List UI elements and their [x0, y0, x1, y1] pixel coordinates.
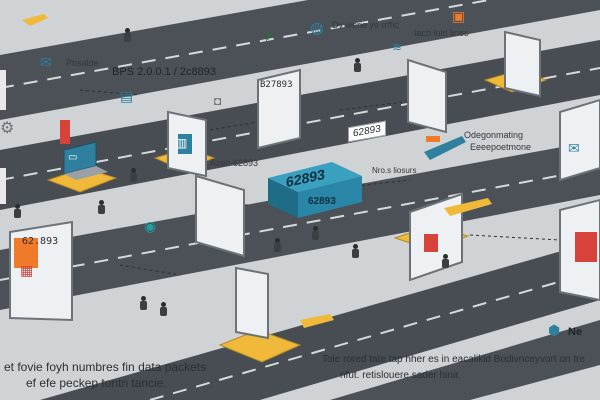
- laptop: [63, 141, 108, 180]
- airplane-icon: ✈: [262, 28, 274, 44]
- label-right-1: Odegonmating: [464, 130, 524, 140]
- airplanes: [22, 14, 492, 328]
- wifi-icon: ≋: [392, 40, 403, 54]
- lock-icon: ◉: [144, 218, 157, 234]
- label-top-center: BPS 2.0.0.1 / 2c8893: [112, 66, 216, 78]
- pedestrian: [352, 244, 359, 258]
- label-top-right-1: Dv werie ye rrffic: [332, 20, 399, 30]
- pedestrian: [442, 254, 449, 268]
- pedestrian: [354, 58, 361, 72]
- camera-icon: ◘: [214, 94, 222, 108]
- caption-bottom-left-line1: et fovie foyh numbres fin data packets: [4, 360, 207, 374]
- center-package-box: [268, 162, 362, 218]
- laptop-icon: ▭: [68, 152, 78, 163]
- left-panel-number: 62.893: [22, 236, 59, 247]
- server-icon: ▥: [176, 136, 188, 150]
- crosswalk: [0, 70, 6, 204]
- gear-icon: ⚙: [0, 120, 15, 137]
- pedestrian: [98, 200, 105, 214]
- bottom-right-icon-text: Ne: [568, 326, 583, 338]
- shopping-cart-icon: ▣: [452, 8, 466, 24]
- document-icon: ▦: [20, 262, 34, 278]
- chart-icon: ▤: [120, 88, 134, 104]
- pedestrian: [140, 296, 147, 310]
- map-pin-icon: ⬢: [548, 322, 561, 338]
- label-top-right-2: Iach inld lines: [414, 28, 469, 38]
- pedestrian: [274, 238, 281, 252]
- pedestrian: [130, 168, 137, 182]
- center-box-front-label: 62893: [308, 196, 336, 207]
- label-mid-right: Nro.s liosurs: [372, 166, 417, 175]
- caption-bottom-left-line2: ef efe peckep tontn tancie.: [26, 376, 167, 390]
- globe-icon: ◍: [310, 20, 324, 37]
- pedestrian: [312, 226, 319, 240]
- pedestrian: [124, 28, 131, 42]
- caption-bottom-right-line2: nfut. retislouere sader hinir.: [340, 370, 461, 381]
- pedestrian: [14, 204, 21, 218]
- email-icon: ✉: [568, 140, 580, 156]
- label-mid-left: Azeh 62893: [210, 158, 259, 168]
- accent-blocks: [14, 120, 597, 268]
- label-top-left-small: Pbsalde: [66, 58, 99, 68]
- mail-icon: ✉: [40, 54, 52, 70]
- pedestrian: [160, 302, 167, 316]
- label-right-2: Eeeepoetmone: [470, 142, 532, 152]
- billboard-code: B27893: [260, 80, 293, 90]
- caption-bottom-right-line1: Tole rored tate tap hher es in eacalikid…: [322, 354, 585, 365]
